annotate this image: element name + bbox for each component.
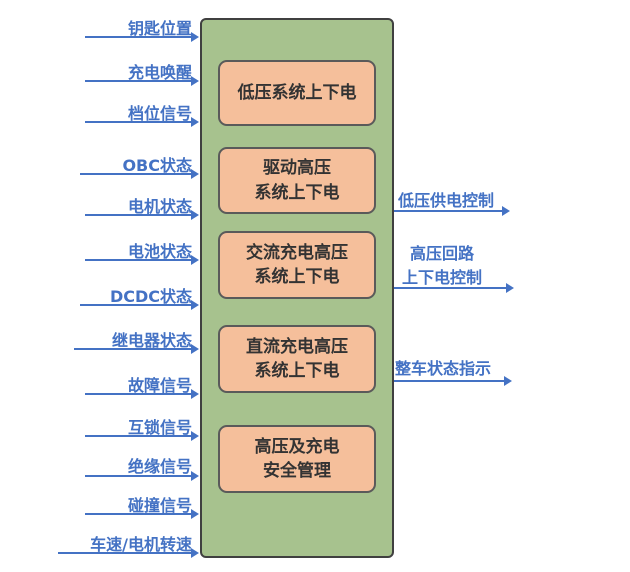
output-label-line: 上下电控制 xyxy=(401,268,482,287)
input-label-gear-signal: 档位信号 xyxy=(127,104,192,123)
module-lv-system-power: 低压系统上下电 xyxy=(218,60,376,126)
input-arrow xyxy=(85,255,199,265)
input-label-collision-signal: 碰撞信号 xyxy=(127,496,192,515)
module-hv-charge-safety: 高压及充电 安全管理 xyxy=(218,425,376,493)
input-arrow xyxy=(85,389,199,399)
output-label-hv-loop-power-control: 高压回路 上下电控制 xyxy=(390,240,494,288)
module-line: 直流充电高压 xyxy=(246,336,348,357)
output-arrow xyxy=(394,206,510,216)
input-arrow xyxy=(80,300,199,310)
input-label-interlock-signal: 互锁信号 xyxy=(127,418,192,437)
module-line: 低压系统上下电 xyxy=(237,82,357,103)
module-line: 安全管理 xyxy=(263,461,331,481)
input-label-battery-status: 电池状态 xyxy=(127,242,192,261)
output-label-lv-supply-control: 低压供电控制 xyxy=(398,191,495,210)
input-arrow xyxy=(85,471,199,481)
input-arrow xyxy=(85,76,199,86)
output-label-line: 高压回路 xyxy=(409,244,474,263)
output-arrow xyxy=(394,283,514,293)
output-label-vehicle-status-indication: 整车状态指示 xyxy=(395,359,492,378)
module-line: 系统上下电 xyxy=(254,361,340,381)
module-line: 交流充电高压 xyxy=(246,242,348,263)
module-dc-charge-hv-power: 直流充电高压 系统上下电 xyxy=(218,325,376,393)
input-arrow xyxy=(80,169,199,179)
input-arrow xyxy=(58,548,199,558)
input-label-motor-status: 电机状态 xyxy=(127,197,192,216)
module-ac-charge-hv-power: 交流充电高压 系统上下电 xyxy=(218,231,376,299)
input-label-obc-status: OBC状态 xyxy=(122,156,192,175)
input-arrow xyxy=(85,509,199,519)
module-line: 系统上下电 xyxy=(254,267,340,287)
output-arrow xyxy=(394,376,512,386)
input-arrow xyxy=(74,344,199,354)
input-arrow xyxy=(85,431,199,441)
module-drive-hv-power: 驱动高压 系统上下电 xyxy=(218,147,376,214)
input-label-relay-status: 继电器状态 xyxy=(111,331,192,350)
input-label-insulation-signal: 绝缘信号 xyxy=(127,457,192,476)
input-arrow xyxy=(85,210,199,220)
input-label-dcdc-status: DCDC状态 xyxy=(109,287,192,306)
input-label-charge-wakeup: 充电唤醒 xyxy=(127,63,192,82)
input-label-fault-signal: 故障信号 xyxy=(127,376,192,395)
input-label-key-position: 钥匙位置 xyxy=(127,19,192,38)
input-arrow xyxy=(85,32,199,42)
module-line: 驱动高压 xyxy=(263,158,331,179)
input-label-speed-motor-rpm: 车速/电机转速 xyxy=(90,535,192,554)
module-line: 高压及充电 xyxy=(254,436,340,457)
module-line: 系统上下电 xyxy=(254,182,340,203)
input-arrow xyxy=(85,117,199,127)
